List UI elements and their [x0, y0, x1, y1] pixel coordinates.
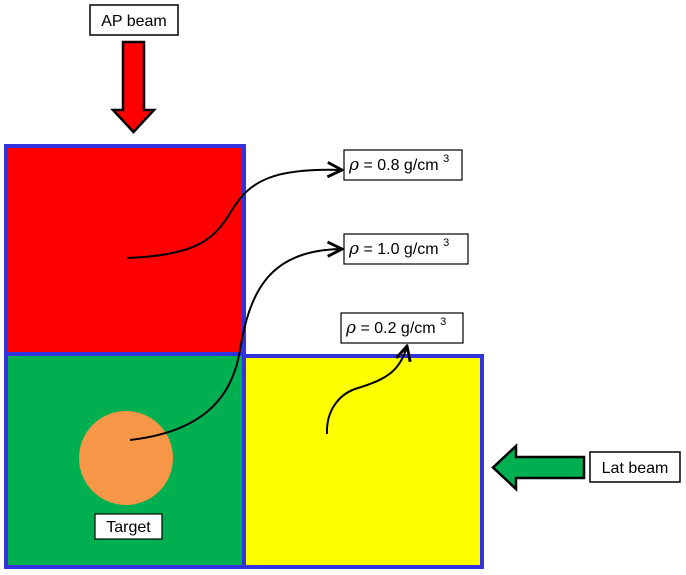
- target-circle: [79, 411, 173, 505]
- svg-text:ρ = 0.8 g/cm 3: ρ = 0.8 g/cm 3: [348, 153, 449, 175]
- target-label-text: Target: [106, 519, 151, 536]
- leader-red: [126, 170, 342, 259]
- rho-symbol: ρ: [348, 155, 359, 175]
- svg-text:ρ = 1.0 g/cm 3: ρ = 1.0 g/cm 3: [348, 237, 449, 259]
- leader-green: [129, 249, 342, 441]
- density-value: = 0.8 g/cm: [363, 157, 438, 174]
- svg-text:ρ = 0.2 g/cm 3: ρ = 0.2 g/cm 3: [345, 316, 446, 338]
- rho-symbol: ρ: [345, 318, 356, 338]
- density-exponent: 3: [440, 316, 446, 328]
- red-block: [4, 144, 246, 356]
- leader-yellow: [325, 346, 407, 435]
- density-exponent: 3: [443, 237, 449, 249]
- target-label: Target: [94, 513, 163, 540]
- ap-beam-label-text: AP beam: [101, 13, 167, 30]
- ap-beam-arrow: [110, 40, 157, 134]
- ap-beam-label: AP beam: [89, 4, 179, 36]
- density-value: = 1.0 g/cm: [363, 241, 438, 258]
- yellow-block: [242, 354, 484, 569]
- rho-symbol: ρ: [348, 239, 359, 259]
- density-value: = 0.2 g/cm: [360, 320, 435, 337]
- density-label-green: ρ = 1.0 g/cm 3: [343, 233, 469, 265]
- lat-beam-arrow: [491, 443, 586, 492]
- lat-beam-label-text: Lat beam: [602, 460, 669, 477]
- lat-beam-label: Lat beam: [589, 451, 681, 483]
- density-label-red: ρ = 0.8 g/cm 3: [343, 149, 463, 181]
- density-label-yellow: ρ = 0.2 g/cm 3: [340, 312, 464, 344]
- density-exponent: 3: [443, 153, 449, 165]
